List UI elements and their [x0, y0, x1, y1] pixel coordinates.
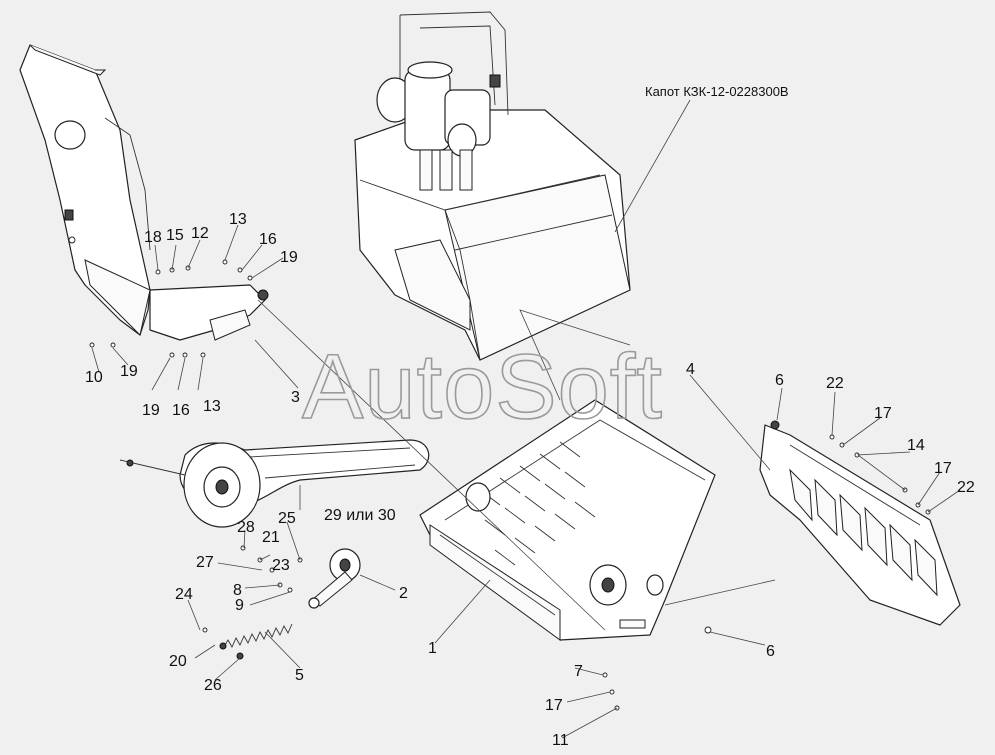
left-housing-part — [19, 44, 269, 341]
callout-13-bottom: 13 — [203, 398, 221, 415]
hood-note: Капот КЗК-12-0228300В — [645, 84, 789, 99]
callout-10: 10 — [85, 369, 103, 386]
callout-19-left: 19 — [120, 363, 138, 380]
callout-17-top: 17 — [874, 405, 892, 422]
callout-2: 2 — [399, 585, 408, 602]
callout-15: 15 — [166, 227, 184, 244]
callout-3: 3 — [291, 389, 300, 406]
callout-22-top: 22 — [826, 375, 844, 392]
callout-19-bottom: 19 — [142, 402, 160, 419]
callout-9: 9 — [235, 597, 244, 614]
callout-11: 11 — [552, 732, 569, 749]
belt-drive-part — [119, 439, 430, 528]
callout-14: 14 — [907, 437, 925, 454]
callout-18: 18 — [144, 229, 162, 246]
callout-17-bottom: 17 — [545, 697, 563, 714]
callout-28: 28 — [237, 519, 255, 536]
engine-frame-part — [354, 11, 631, 361]
callout-16-top: 16 — [259, 231, 277, 248]
callout-4: 4 — [686, 361, 695, 378]
callout-6-bottom: 6 — [766, 643, 775, 660]
callout-8: 8 — [233, 582, 242, 599]
callout-19-top: 19 — [280, 249, 298, 266]
callout-27: 27 — [196, 554, 214, 571]
callout-7: 7 — [574, 663, 583, 680]
callout-23: 23 — [272, 557, 290, 574]
callout-24: 24 — [175, 586, 193, 603]
deflector-plate-part — [759, 420, 961, 626]
callout-29-30: 29 или 30 — [324, 507, 396, 524]
callout-22-right: 22 — [957, 479, 975, 496]
rotor-body-part — [419, 399, 716, 641]
callout-1: 1 — [428, 640, 437, 657]
callout-20: 20 — [169, 653, 187, 670]
tension-spring-part — [219, 623, 293, 660]
callout-13-top: 13 — [229, 211, 247, 228]
callout-5: 5 — [295, 667, 304, 684]
leader-lines — [91, 99, 961, 739]
callout-17-right: 17 — [934, 460, 952, 477]
callout-21: 21 — [262, 529, 280, 546]
watermark-text: AutoSoft — [302, 336, 663, 438]
callout-26: 26 — [204, 677, 222, 694]
callout-12: 12 — [191, 225, 209, 242]
callout-25: 25 — [278, 510, 296, 527]
callout-16-bottom: 16 — [172, 402, 190, 419]
tensioner-pulley-part — [308, 548, 361, 609]
callout-6-top: 6 — [775, 372, 784, 389]
